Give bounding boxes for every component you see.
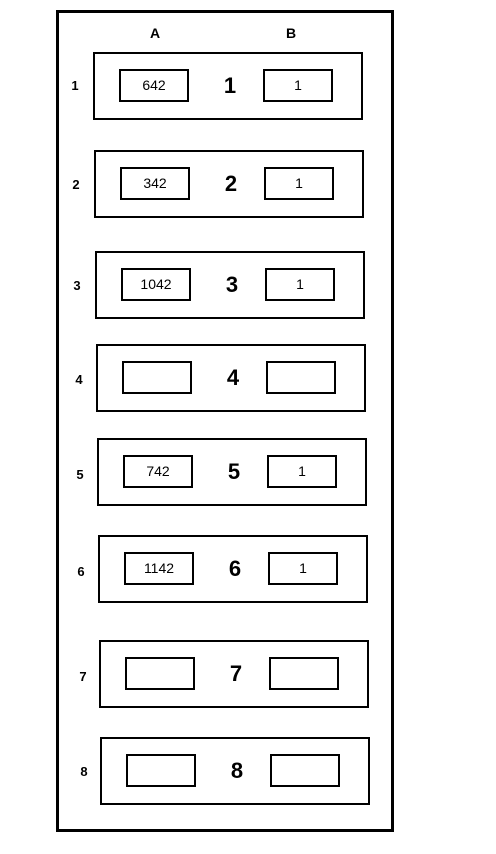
row-label: 3 — [73, 278, 81, 293]
slot-row[interactable]: 8 — [100, 737, 370, 805]
slot-b-box[interactable] — [270, 754, 340, 787]
slot-number: 2 — [224, 171, 238, 196]
slot-b-box[interactable] — [269, 657, 339, 690]
slot-number: 5 — [227, 459, 241, 484]
row-label: 2 — [72, 177, 80, 192]
slot-number: 6 — [228, 556, 242, 581]
slot-number: 3 — [225, 272, 239, 297]
slot-b-box[interactable]: 1 — [268, 552, 338, 585]
row-label: 8 — [80, 764, 88, 779]
slot-number: 4 — [226, 365, 240, 390]
slot-a-box[interactable]: 1042 — [121, 268, 191, 301]
slot-b-box[interactable]: 1 — [263, 69, 333, 102]
slot-a-box[interactable]: 1142 — [124, 552, 194, 585]
slot-number: 7 — [229, 661, 243, 686]
slot-a-box[interactable]: 342 — [120, 167, 190, 200]
slot-row[interactable]: 4 — [96, 344, 366, 412]
slot-b-box[interactable]: 1 — [265, 268, 335, 301]
column-header-b: B — [285, 25, 297, 41]
slot-row[interactable]: 742 5 1 — [97, 438, 367, 506]
slot-a-box[interactable]: 642 — [119, 69, 189, 102]
slot-row[interactable]: 642 1 1 — [93, 52, 363, 120]
slot-number: 1 — [223, 73, 237, 98]
row-label: 1 — [71, 78, 79, 93]
slot-row[interactable]: 7 — [99, 640, 369, 708]
row-label: 4 — [75, 372, 83, 387]
slot-b-box[interactable]: 1 — [267, 455, 337, 488]
row-label: 5 — [76, 467, 84, 482]
slot-a-box[interactable] — [126, 754, 196, 787]
fuse-panel — [56, 10, 394, 832]
slot-a-box[interactable] — [125, 657, 195, 690]
column-header-a: A — [149, 25, 161, 41]
slot-a-box[interactable] — [122, 361, 192, 394]
slot-b-box[interactable]: 1 — [264, 167, 334, 200]
slot-row[interactable]: 342 2 1 — [94, 150, 364, 218]
slot-number: 8 — [230, 758, 244, 783]
slot-row[interactable]: 1042 3 1 — [95, 251, 365, 319]
row-label: 6 — [77, 564, 85, 579]
slot-row[interactable]: 1142 6 1 — [98, 535, 368, 603]
row-label: 7 — [79, 669, 87, 684]
slot-a-box[interactable]: 742 — [123, 455, 193, 488]
slot-b-box[interactable] — [266, 361, 336, 394]
